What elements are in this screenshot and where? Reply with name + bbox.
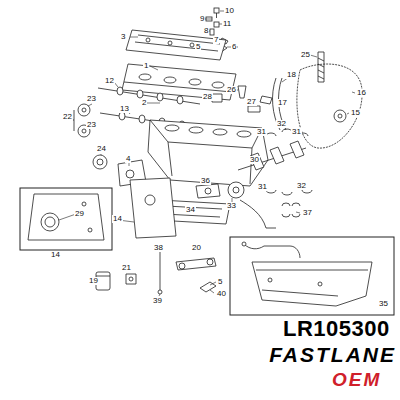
callout-number: 40 [216,290,227,298]
callout-number: 19 [88,277,99,285]
callout-number: 12 [104,77,115,85]
callout-number: 26 [226,86,237,94]
callout-number: 9 [199,15,205,23]
callout-number: 32 [276,120,287,128]
callout-number: 11 [222,20,232,28]
callout-number: 2 [141,99,147,107]
callout-number: 32 [296,182,307,190]
timing-cover [20,178,176,250]
callout-number: 37 [302,209,313,217]
callout-number: 31 [257,183,268,191]
part-number: LR105300 [283,318,390,340]
callout-number: 16 [356,89,367,97]
callout-number: 21 [121,264,132,272]
oil-pump [196,182,244,202]
callout-number: 28 [202,93,213,101]
callout-number: 36 [200,177,211,185]
callout-number: 6 [231,43,237,51]
callout-number: 22 [62,113,73,121]
crankshaft [238,129,312,195]
callout-number: 20 [191,244,202,252]
callout-number: 31 [256,128,267,136]
engine-block [148,120,268,186]
callout-number: 15 [350,109,361,117]
callout-number: 14 [112,215,123,223]
callout-number: 24 [96,145,107,153]
callout-number: 25 [300,51,311,59]
timing-chain [260,64,362,148]
callout-number: 5 [195,43,201,51]
callout-number: 17 [277,99,288,107]
callout-number: 18 [286,71,297,79]
callout-number: 31 [291,128,302,136]
callout-number: 39 [152,297,163,305]
valve-train [212,52,324,112]
callout-number: 4 [125,155,131,163]
callout-number: 23 [86,121,97,129]
callout-number: 10 [224,7,235,15]
callout-number: 7 [213,36,219,44]
callout-number: 27 [246,98,257,106]
callout-number: 8 [203,27,209,35]
callout-number: 5 [217,278,223,286]
valve-cover [126,30,226,60]
callout-number: 35 [378,300,389,308]
callout-number: 14 [50,251,61,259]
brand-tag: OEM [332,370,381,389]
callout-number: 23 [86,95,97,103]
oil-pan [230,237,394,315]
bearing-set [282,203,300,217]
callout-number: 1 [143,62,149,70]
camshaft [98,82,200,129]
callout-number: 13 [119,105,130,113]
oil-filter [96,252,216,296]
callout-number: 34 [185,206,196,214]
callout-number: 3 [120,33,126,41]
callout-number: 29 [74,210,85,218]
callout-number: 38 [153,244,164,252]
callout-number: 30 [249,156,260,164]
callout-number: 33 [226,202,237,210]
brand-name: FASTLANE [269,344,396,365]
